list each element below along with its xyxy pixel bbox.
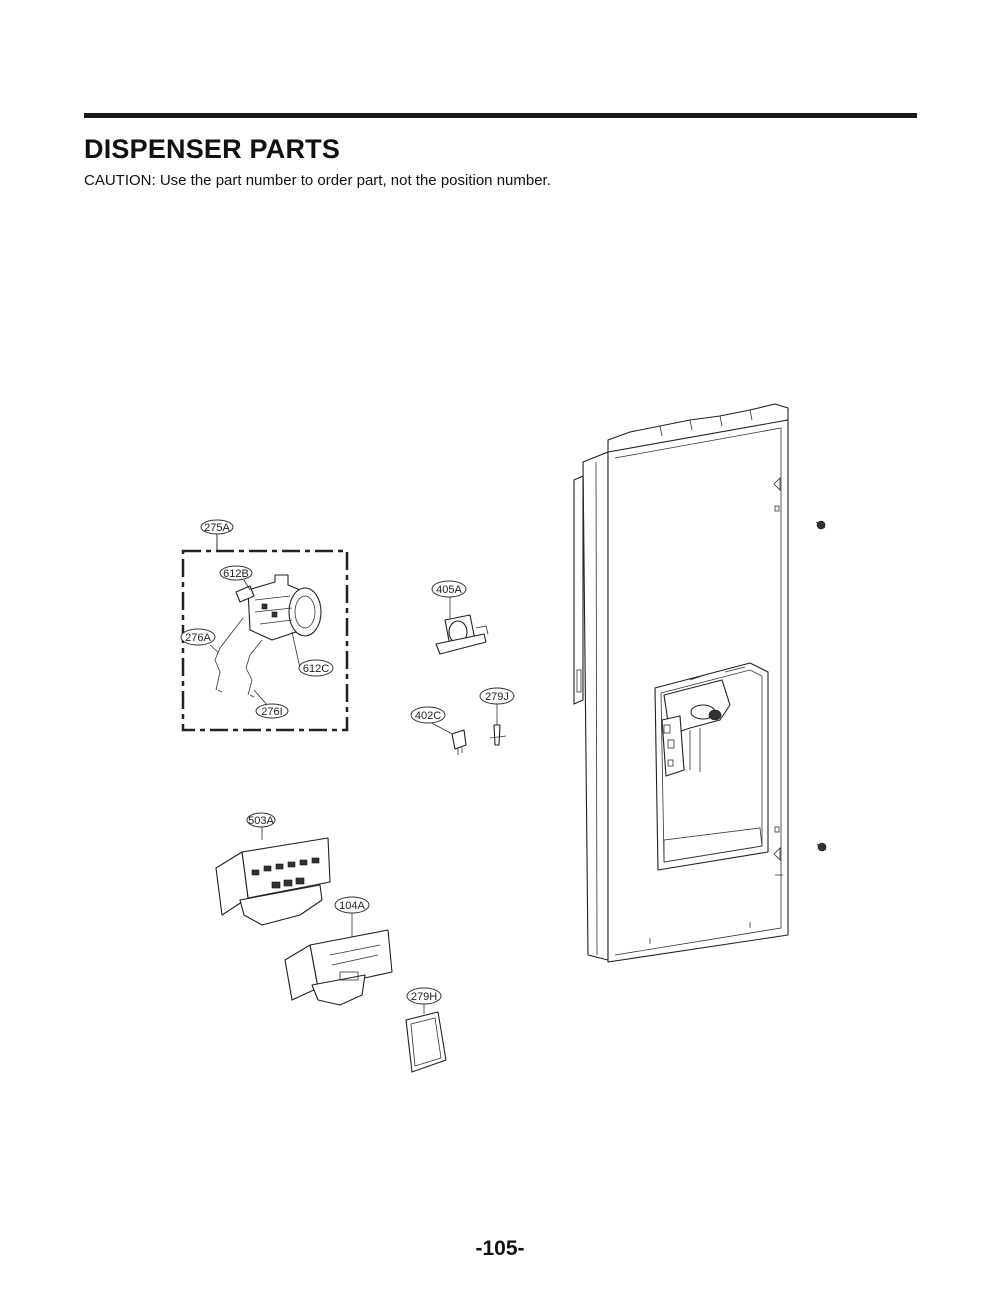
svg-text:612C: 612C xyxy=(303,663,329,675)
callout-503A: 503A xyxy=(246,812,276,828)
callout-405A: 405A xyxy=(431,580,467,598)
assembly-275A xyxy=(181,534,349,732)
caution-note: CAUTION: Use the part number to order pa… xyxy=(84,172,551,189)
svg-text:279H: 279H xyxy=(411,991,437,1003)
header-rule xyxy=(84,113,917,118)
svg-text:612B: 612B xyxy=(223,568,249,580)
svg-text:405A: 405A xyxy=(436,584,462,596)
svg-text:402C: 402C xyxy=(415,710,441,722)
callout-612C: 612C xyxy=(298,659,334,677)
page-number: -105- xyxy=(475,1237,525,1260)
svg-text:275A: 275A xyxy=(204,522,230,534)
screw-icon xyxy=(816,842,827,852)
callout-276I: 276I xyxy=(255,703,289,719)
callout-279H: 279H xyxy=(406,987,442,1005)
part-104A xyxy=(284,912,393,1006)
screw-icon xyxy=(815,520,826,530)
svg-text:276A: 276A xyxy=(185,632,211,644)
svg-text:104A: 104A xyxy=(339,900,365,912)
callout-279J: 279J xyxy=(479,687,515,705)
svg-text:503A: 503A xyxy=(248,815,274,827)
button-row xyxy=(251,857,320,889)
callout-402C: 402C xyxy=(410,706,446,724)
part-279J xyxy=(489,704,507,746)
part-405A xyxy=(435,597,489,655)
callout-276A: 276A xyxy=(180,628,216,646)
part-503A xyxy=(215,827,331,926)
svg-text:276I: 276I xyxy=(261,706,282,718)
callout-275A: 275A xyxy=(200,519,234,535)
part-402C xyxy=(429,721,467,755)
svg-text:279J: 279J xyxy=(485,691,509,703)
refrigerator-door xyxy=(573,403,827,963)
callout-612B: 612B xyxy=(219,565,253,581)
part-279H xyxy=(405,1003,447,1073)
callout-104A: 104A xyxy=(334,896,370,914)
page-title: DISPENSER PARTS xyxy=(84,134,341,164)
